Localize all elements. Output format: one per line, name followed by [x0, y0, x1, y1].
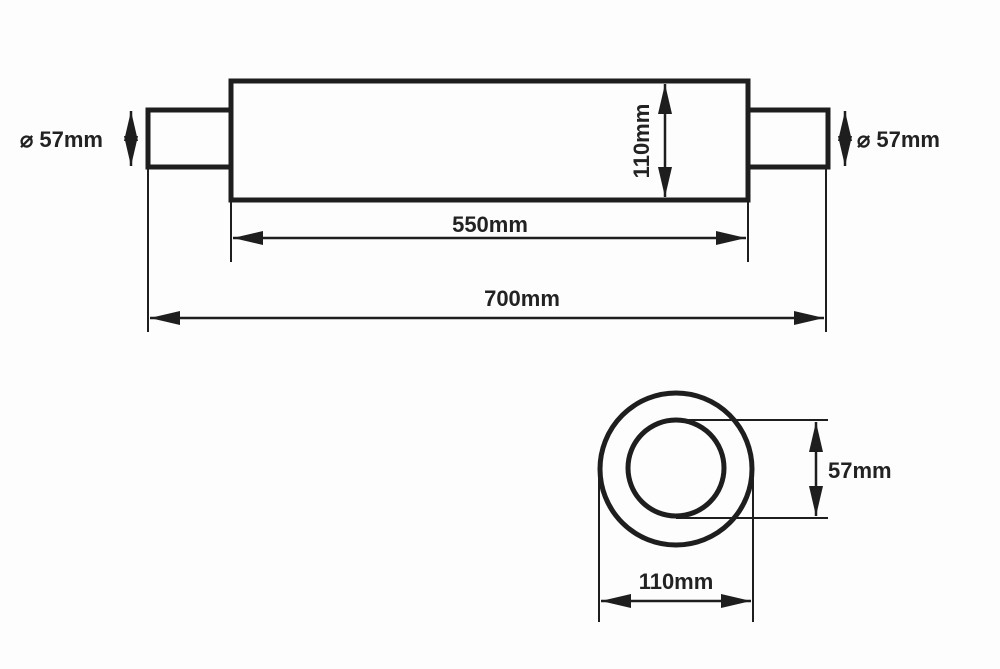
right-pipe [745, 107, 831, 170]
body-length-label: 550mm [452, 212, 528, 237]
total-length-label: 700mm [484, 286, 560, 311]
inner-diameter-label: 57mm [828, 458, 892, 483]
inner-circle [625, 417, 727, 519]
body-height-label: 110mm [629, 104, 654, 179]
left-pipe [145, 107, 234, 170]
side-view: 550mm 700mm 110mm ⌀ 57mm ⌀ 57mm [20, 78, 940, 332]
right-pipe-diameter-label: ⌀ 57mm [857, 127, 940, 152]
end-view: 57mm 110mm [597, 390, 892, 622]
left-pipe-diameter-label: ⌀ 57mm [20, 127, 103, 152]
muffler-body [228, 78, 751, 203]
outer-diameter-label: 110mm [639, 569, 714, 594]
outer-circle [597, 390, 755, 548]
